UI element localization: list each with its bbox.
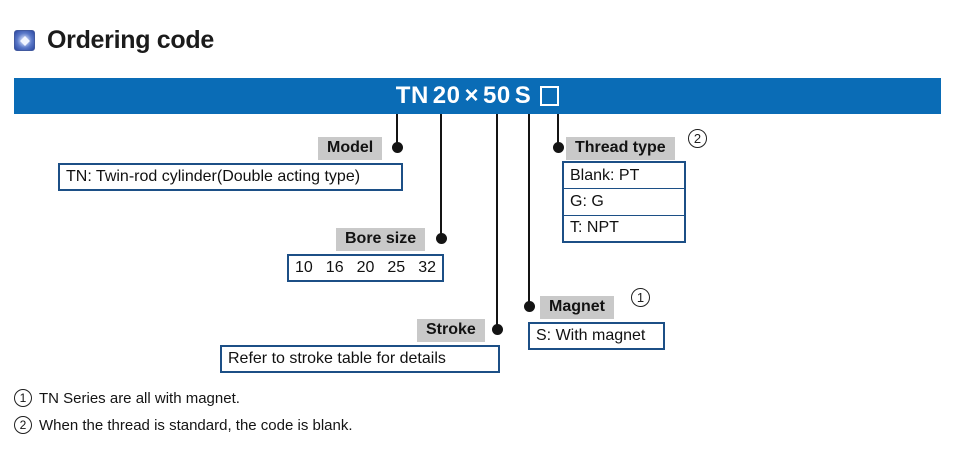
connector-line-model — [396, 114, 398, 150]
code-segment-magnet: S — [514, 82, 532, 109]
thread-type-options-box: Blank: PT G: G T: NPT — [562, 161, 686, 243]
footnotes: 1 TN Series are all with magnet. 2 When … — [14, 389, 353, 434]
code-segment-separator: × — [464, 82, 479, 109]
thread-type-option: G: G — [564, 189, 684, 216]
bore-size-value: 16 — [325, 259, 344, 276]
footnote-marker: 1 — [14, 389, 32, 407]
bore-size-value-box: 10 16 20 25 32 — [287, 254, 444, 282]
footnote-item: 1 TN Series are all with magnet. — [14, 389, 353, 407]
connector-dot-model — [392, 142, 403, 153]
model-value-box: TN: Twin-rod cylinder(Double acting type… — [58, 163, 403, 191]
footnote-marker: 2 — [14, 416, 32, 434]
note-marker-magnet: 1 — [631, 288, 650, 307]
magnet-value-box: S: With magnet — [528, 322, 665, 350]
ordering-code-text: TN 20 × 50 S — [395, 82, 560, 110]
connector-dot-stroke — [492, 324, 503, 335]
section-label-model: Model — [318, 137, 383, 160]
page-title: Ordering code — [47, 26, 214, 54]
connector-line-stroke — [496, 114, 498, 332]
code-segment-thread-blank-square-icon — [540, 86, 560, 106]
code-segment-stroke: 50 — [483, 82, 511, 109]
bore-size-value: 20 — [356, 259, 375, 276]
connector-dot-magnet — [524, 301, 535, 312]
thread-type-option: T: NPT — [570, 219, 619, 237]
blue-gem-square-icon — [14, 30, 35, 51]
code-segment-model: TN — [395, 82, 429, 109]
bore-size-values: 10 16 20 25 32 — [295, 257, 436, 279]
connector-line-magnet — [528, 114, 530, 309]
section-label-bore-size: Bore size — [336, 228, 426, 251]
connector-line-thread — [557, 114, 559, 150]
stroke-value-box: Refer to stroke table for details — [220, 345, 500, 373]
connector-dot-thread — [553, 142, 564, 153]
section-label-stroke: Stroke — [417, 319, 485, 342]
connector-dot-bore — [436, 233, 447, 244]
note-marker-thread-type: 2 — [688, 129, 707, 148]
ordering-code-banner: TN 20 × 50 S — [14, 78, 941, 114]
connector-line-bore — [440, 114, 442, 241]
footnote-item: 2 When the thread is standard, the code … — [14, 416, 353, 434]
footnote-text: TN Series are all with magnet. — [39, 389, 240, 407]
bore-size-value: 10 — [295, 259, 313, 276]
thread-type-option: Blank: PT — [564, 163, 684, 190]
section-label-thread-type: Thread type — [566, 137, 675, 160]
bore-size-value: 32 — [418, 259, 436, 276]
page-header: Ordering code — [14, 26, 214, 55]
section-label-magnet: Magnet — [540, 296, 614, 319]
code-segment-bore: 20 — [432, 82, 461, 109]
footnote-text: When the thread is standard, the code is… — [39, 416, 353, 434]
bore-size-value: 25 — [387, 259, 406, 276]
